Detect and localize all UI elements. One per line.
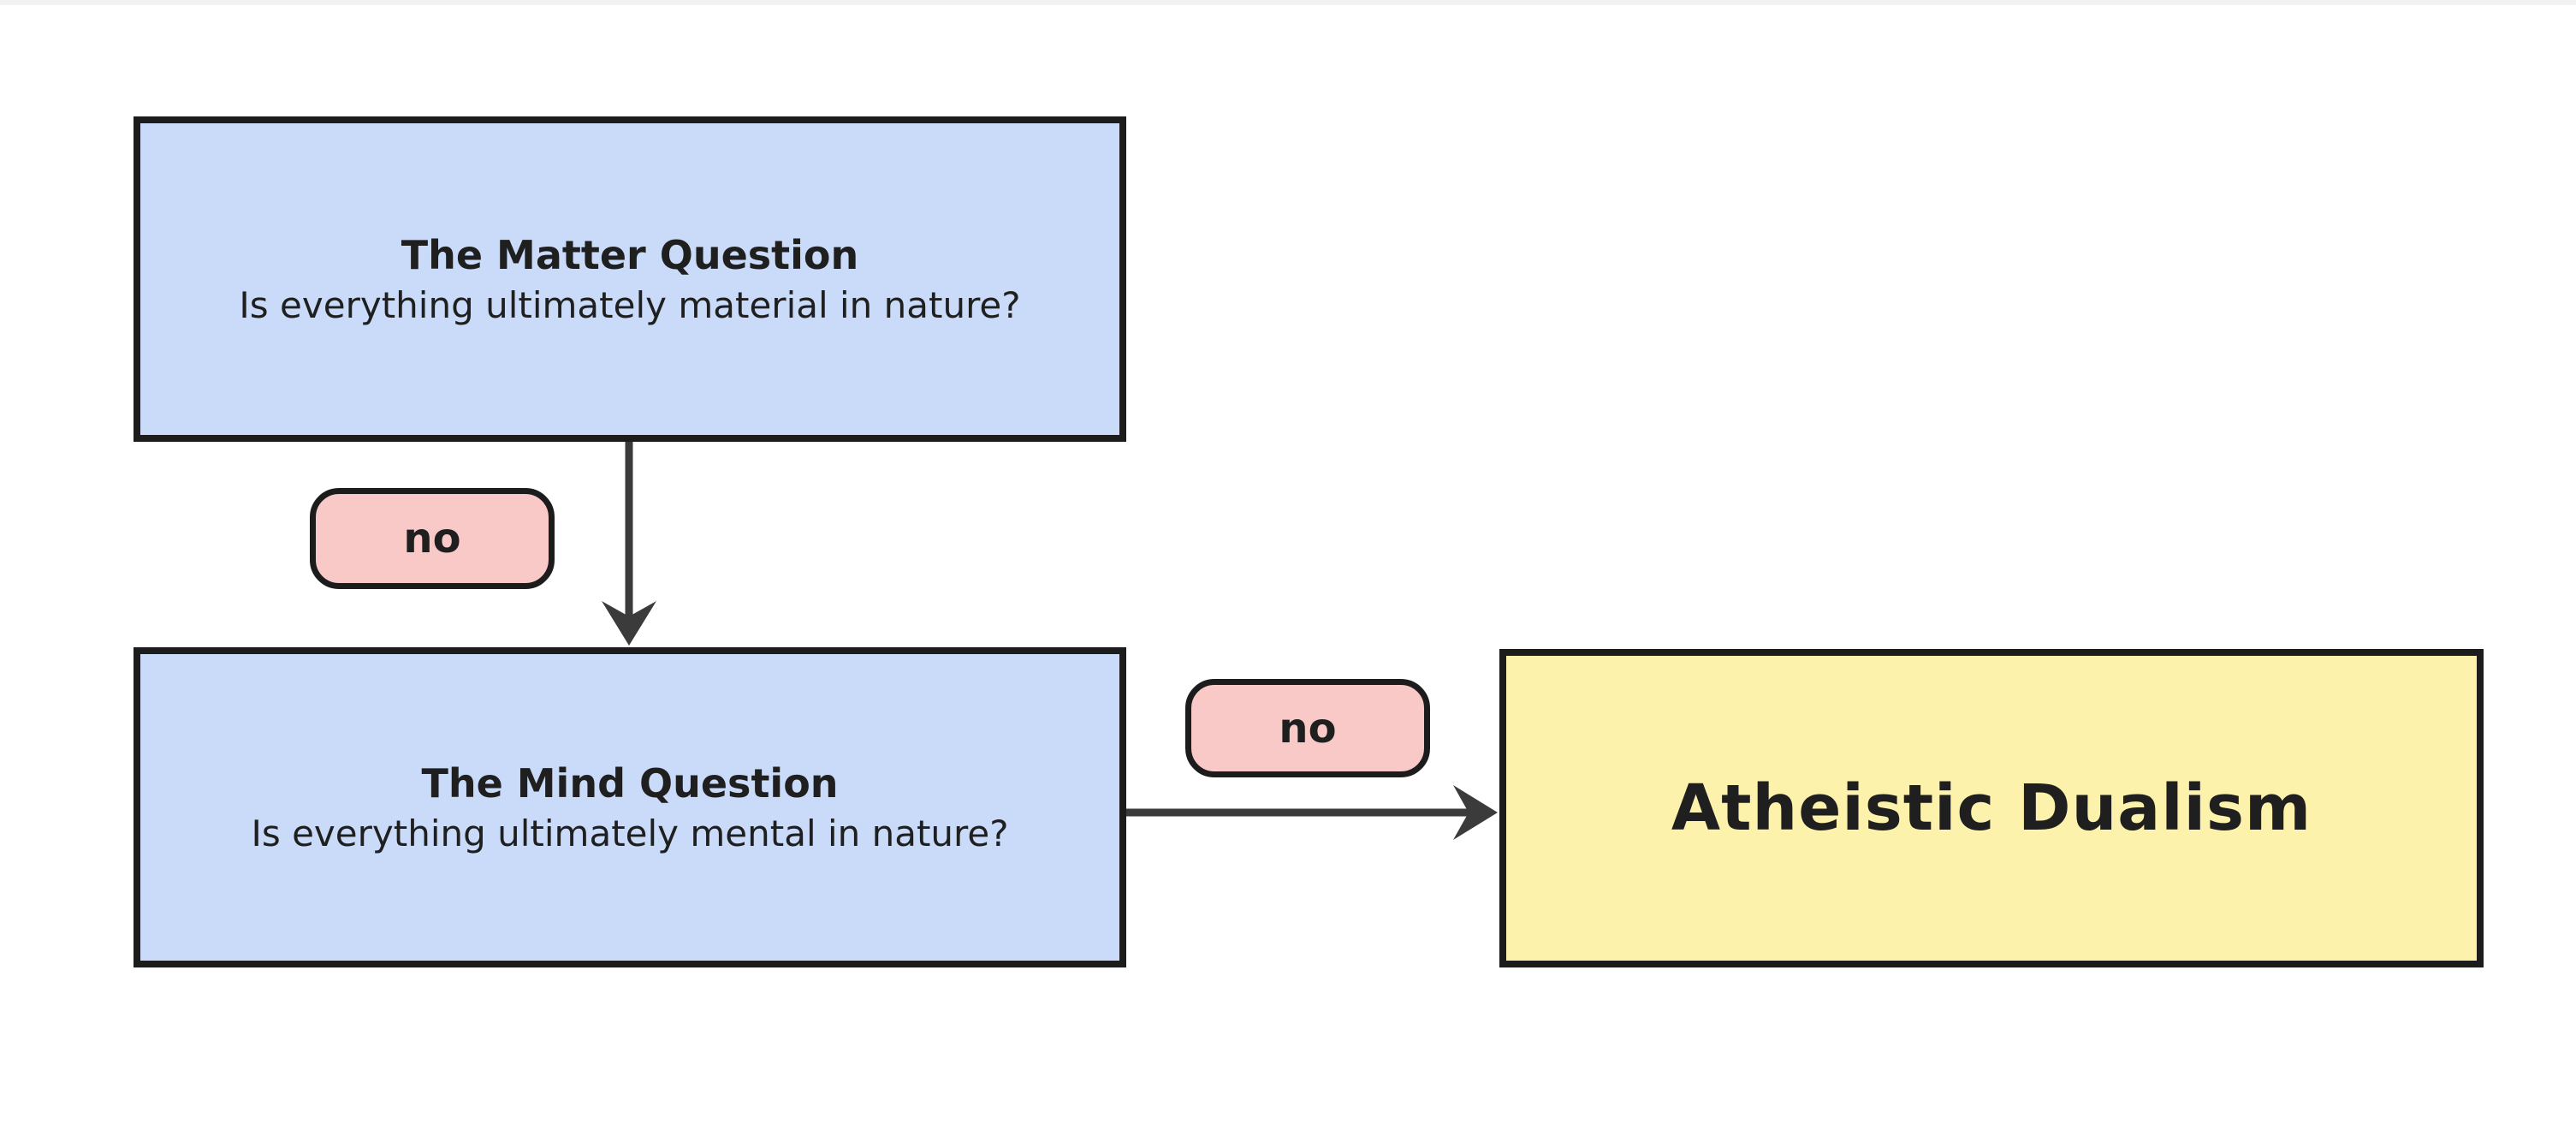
edge-label-no-right-text: no — [1279, 704, 1337, 753]
matter-question-title: The Matter Question — [401, 231, 859, 278]
edge-label-no-right: no — [1185, 679, 1430, 777]
result-label: Atheistic Dualism — [1671, 771, 2312, 845]
node-mind-question: The Mind Question Is everything ultimate… — [134, 647, 1126, 967]
edge-matter-to-mind — [602, 442, 656, 646]
mind-question-subtitle: Is everything ultimately mental in natur… — [251, 812, 1009, 854]
node-matter-question: The Matter Question Is everything ultima… — [134, 116, 1126, 442]
matter-question-subtitle: Is everything ultimately material in nat… — [239, 283, 1021, 326]
arrowhead-down-icon — [602, 601, 656, 646]
edge-label-no-down-text: no — [403, 515, 461, 563]
edge-mind-to-result — [1126, 785, 1498, 840]
mind-question-title: The Mind Question — [421, 759, 839, 807]
arrowhead-right-icon — [1453, 785, 1498, 840]
top-edge-strip — [0, 0, 2576, 5]
node-atheistic-dualism: Atheistic Dualism — [1499, 649, 2484, 967]
edge-label-no-down: no — [310, 488, 555, 589]
